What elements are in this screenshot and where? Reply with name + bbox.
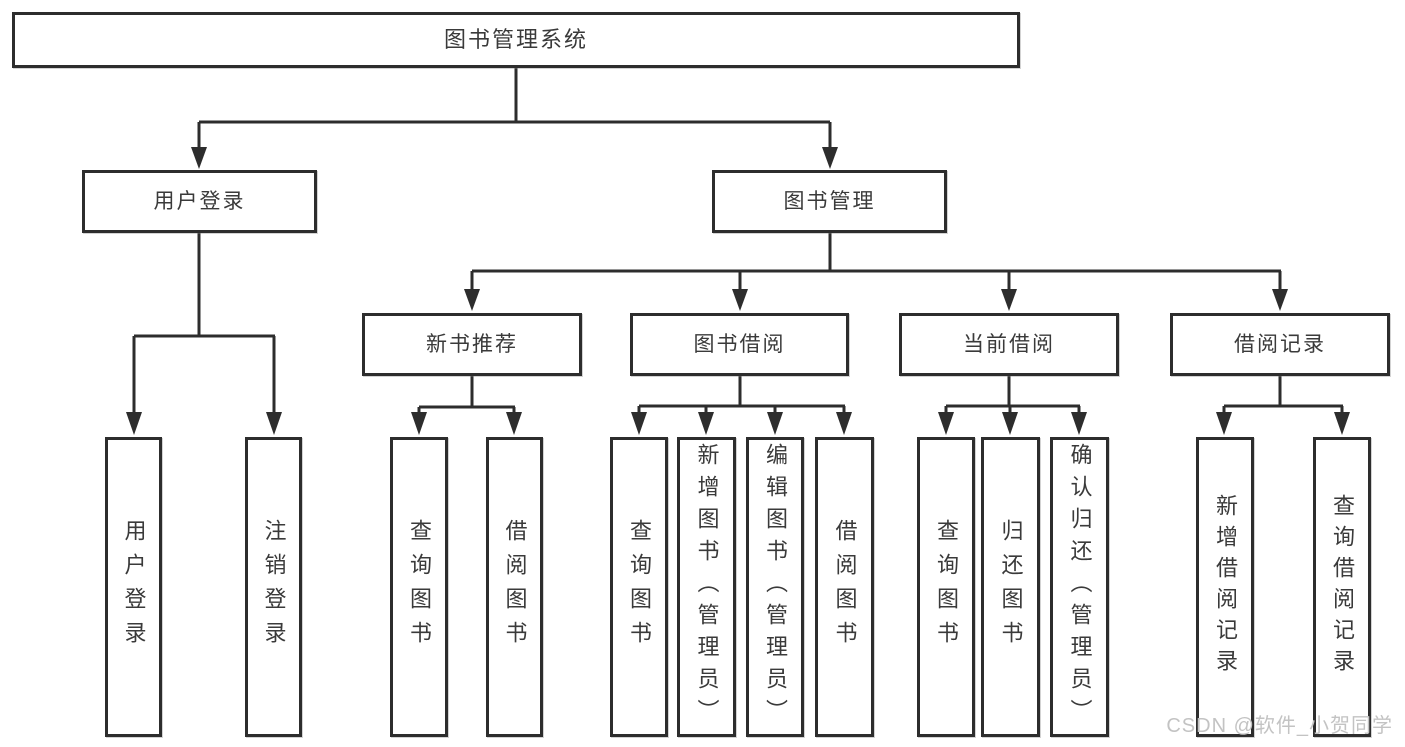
node-current-borrow-label: 当前借阅 — [963, 333, 1055, 356]
leaf-nb-borrow-books: 借阅图书 — [486, 437, 543, 737]
leaf-br-query-record-label: 查询借阅记录 — [1330, 494, 1355, 680]
node-user-login-label: 用户登录 — [153, 190, 246, 213]
leaf-bb-borrow-books-label: 借阅图书 — [832, 519, 858, 655]
leaf-br-add-record-label: 新增借阅记录 — [1213, 494, 1238, 680]
leaf-cb-return-books: 归还图书 — [981, 437, 1040, 737]
leaf-logout-label: 注销登录 — [261, 519, 287, 655]
leaf-bb-query-books-label: 查询图书 — [627, 519, 652, 655]
node-new-book-recommend-label: 新书推荐 — [426, 333, 518, 356]
leaf-logout: 注销登录 — [245, 437, 302, 737]
node-borrow-record-label: 借阅记录 — [1234, 333, 1326, 356]
node-current-borrow: 当前借阅 — [899, 313, 1119, 376]
leaf-nb-query-books-label: 查询图书 — [407, 519, 432, 655]
node-book-borrow-label: 图书借阅 — [693, 333, 786, 356]
node-new-book-recommend: 新书推荐 — [362, 313, 582, 376]
leaf-cb-query-books-label: 查询图书 — [934, 519, 959, 655]
leaf-bb-edit-books-admin: 编辑图书（管理员） — [746, 437, 804, 737]
leaf-bb-add-books-admin: 新增图书（管理员） — [677, 437, 736, 737]
leaf-nb-query-books: 查询图书 — [390, 437, 448, 737]
leaf-cb-return-books-label: 归还图书 — [998, 519, 1024, 655]
leaf-br-add-record: 新增借阅记录 — [1196, 437, 1254, 737]
leaf-bb-add-books-admin-label: 新增图书（管理员） — [694, 443, 720, 731]
leaf-cb-confirm-return-admin-label: 确认归还（管理员） — [1067, 443, 1093, 731]
leaf-bb-borrow-books: 借阅图书 — [815, 437, 874, 737]
node-borrow-record: 借阅记录 — [1170, 313, 1390, 376]
leaf-bb-query-books: 查询图书 — [610, 437, 668, 737]
node-user-login: 用户登录 — [82, 170, 317, 233]
leaf-cb-confirm-return-admin: 确认归还（管理员） — [1050, 437, 1109, 737]
leaf-nb-borrow-books-label: 借阅图书 — [502, 519, 528, 655]
leaf-br-query-record: 查询借阅记录 — [1313, 437, 1371, 737]
node-book-management: 图书管理 — [712, 170, 947, 233]
node-library-system-label: 图书管理系统 — [443, 27, 588, 52]
node-book-management-label: 图书管理 — [783, 190, 876, 213]
node-library-system: 图书管理系统 — [12, 12, 1020, 68]
leaf-user-login-label: 用户登录 — [121, 519, 147, 655]
leaf-bb-edit-books-admin-label: 编辑图书（管理员） — [763, 443, 788, 731]
leaf-user-login: 用户登录 — [105, 437, 162, 737]
csdn-watermark: CSDN @软件_小贺同学 — [1166, 715, 1393, 737]
leaf-cb-query-books: 查询图书 — [917, 437, 975, 737]
node-book-borrow: 图书借阅 — [630, 313, 849, 376]
